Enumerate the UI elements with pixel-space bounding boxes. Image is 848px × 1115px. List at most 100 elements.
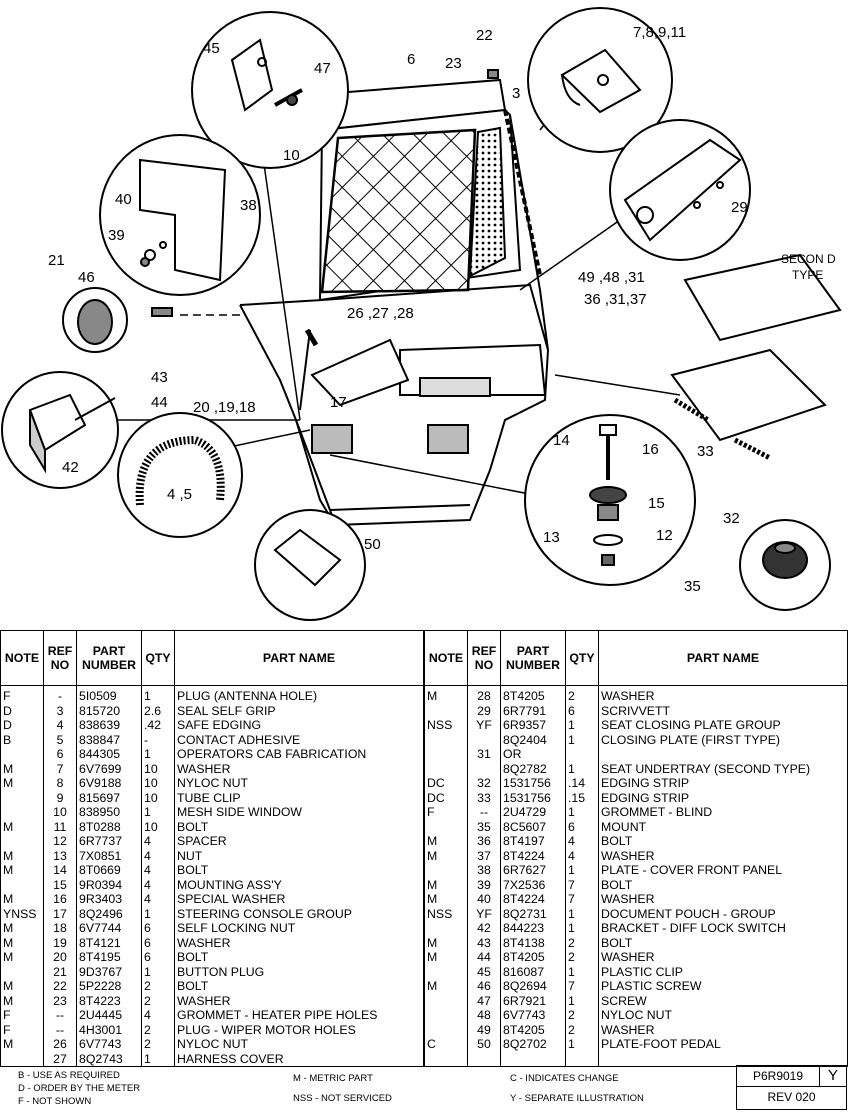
header-note: NOTE — [0, 630, 44, 686]
ref-cell: 49 — [467, 1022, 501, 1037]
qty-cell: 2 — [565, 1008, 599, 1023]
ref-cell: 39 — [467, 877, 501, 892]
callout-26-27-28: 26 ,27 ,28 — [347, 305, 414, 322]
qty-cell: 4 — [141, 848, 175, 863]
part-name-cell: BOLT — [174, 819, 424, 834]
note-cell: F — [0, 685, 44, 704]
qty-cell: 1 — [141, 685, 175, 704]
legend-item: D - ORDER BY THE METER — [18, 1083, 141, 1094]
callout-16: 16 — [642, 441, 659, 458]
part-name-cell: BOLT — [174, 950, 424, 965]
callout-32: 32 — [723, 510, 740, 527]
qty-cell: 4 — [141, 877, 175, 892]
part-name-cell: SEAT CLOSING PLATE GROUP — [598, 718, 848, 733]
qty-cell: 7 — [565, 979, 599, 994]
part-number-cell: 6V9188 — [76, 776, 142, 791]
note-cell — [424, 1051, 468, 1066]
note-cell: F — [0, 1022, 44, 1037]
callout-3: 3 — [512, 85, 520, 102]
note-cell: M — [0, 761, 44, 776]
note-cell: NSS — [424, 906, 468, 921]
callout-35: 35 — [684, 578, 701, 595]
qty-cell: 1 — [565, 906, 599, 921]
part-number-cell: 7X2536 — [500, 877, 566, 892]
qty-cell: 1 — [565, 1037, 599, 1052]
part-name-cell: MESH SIDE WINDOW — [174, 805, 424, 820]
ref-cell: 47 — [467, 993, 501, 1008]
part-number-cell: 8T4138 — [500, 935, 566, 950]
part-name-cell: BOLT — [174, 979, 424, 994]
note-cell: M — [0, 776, 44, 791]
qty-cell: 1 — [565, 732, 599, 747]
note-cell: M — [424, 892, 468, 907]
ref-cell: 46 — [467, 979, 501, 994]
callout-50: 50 — [364, 536, 381, 553]
legend-item: M - METRIC PART — [293, 1073, 373, 1084]
second-type-label: SECON D — [781, 252, 836, 266]
part-name-cell: PLATE - COVER FRONT PANEL — [598, 863, 848, 878]
callout-4-5: 4 ,5 — [167, 486, 192, 503]
ref-cell: 35 — [467, 819, 501, 834]
note-cell: M — [424, 877, 468, 892]
qty-cell: 4 — [565, 834, 599, 849]
part-name-cell: TUBE CLIP — [174, 790, 424, 805]
qty-cell: 1 — [565, 761, 599, 776]
qty-cell: 7 — [565, 892, 599, 907]
part-name-cell: MOUNTING ASS'Y — [174, 877, 424, 892]
ref-cell — [467, 761, 501, 776]
note-cell: M — [424, 935, 468, 950]
document-number: P6R9019 — [736, 1065, 820, 1087]
ref-cell: 18 — [43, 921, 77, 936]
note-cell: DC — [424, 776, 468, 791]
part-name-cell: SCRIVVETT — [598, 703, 848, 718]
part-number-cell: 2U4729 — [500, 805, 566, 820]
part-name-cell: PLATE-FOOT PEDAL — [598, 1037, 848, 1052]
ref-cell: 38 — [467, 863, 501, 878]
part-number-cell: 8Q2496 — [76, 906, 142, 921]
note-cell: M — [0, 935, 44, 950]
qty-cell: 7 — [565, 877, 599, 892]
part-name-cell: WASHER — [598, 950, 848, 965]
part-number-cell: 8T4197 — [500, 834, 566, 849]
legend-col-3: C - INDICATES CHANGE Y - SEPARATE ILLUST… — [510, 1069, 644, 1109]
part-number-cell: 5I0509 — [76, 685, 142, 704]
qty-cell: 10 — [141, 819, 175, 834]
part-name-cell: WASHER — [174, 935, 424, 950]
revision-number: REV 020 — [736, 1086, 847, 1110]
ref-cell: 20 — [43, 950, 77, 965]
part-number-cell: 2U4445 — [76, 1008, 142, 1023]
note-cell: M — [0, 863, 44, 878]
callout-12: 12 — [656, 527, 673, 544]
legend-col-2: M - METRIC PART NSS - NOT SERVICED — [293, 1069, 392, 1109]
part-number-cell: 8T4223 — [76, 993, 142, 1008]
qty-cell: 4 — [141, 892, 175, 907]
callout-29: 29 — [731, 199, 748, 216]
part-name-cell: BUTTON PLUG — [174, 964, 424, 979]
legend-item: Y - SEPARATE ILLUSTRATION — [510, 1093, 644, 1104]
qty-cell: 1 — [141, 747, 175, 762]
qty-cell: 1 — [141, 1051, 175, 1066]
callout-44: 44 — [151, 394, 168, 411]
part-number-cell: 6V7743 — [500, 1008, 566, 1023]
qty-cell: 1 — [565, 964, 599, 979]
part-number-cell: 8T4205 — [500, 685, 566, 704]
qty-cell: 2 — [565, 685, 599, 704]
ref-cell: -- — [43, 1022, 77, 1037]
ref-cell: 33 — [467, 790, 501, 805]
note-cell: M — [0, 819, 44, 834]
part-number-cell: 1531756 — [500, 790, 566, 805]
